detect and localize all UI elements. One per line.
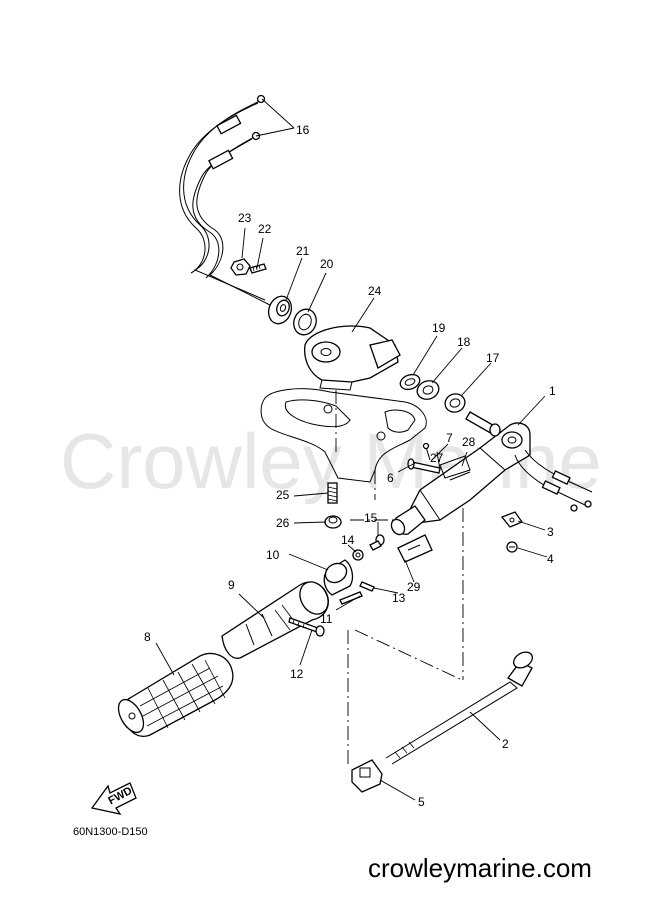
grip-shaft-9 (221, 581, 329, 659)
fwd-arrow-icon: FWD (90, 782, 137, 815)
callout-5: 5 (418, 795, 425, 809)
washers-17-19 (399, 373, 466, 413)
callout-27: 27 (430, 451, 444, 465)
callout-26: 26 (276, 516, 290, 530)
callout-12: 12 (290, 667, 304, 681)
screw-22 (249, 263, 267, 274)
callout-9: 9 (228, 578, 235, 592)
washer-14 (352, 549, 364, 561)
spring-25 (327, 482, 338, 504)
callout-labels: 1 2 3 4 5 6 7 8 9 10 11 12 13 14 15 16 1… (144, 123, 556, 809)
grip-plate-27-28 (439, 455, 471, 481)
ring-20 (293, 308, 317, 336)
shift-rod-2 (385, 651, 533, 765)
spring-15 (369, 534, 385, 551)
nut-23 (230, 258, 251, 276)
callout-24: 24 (368, 284, 382, 298)
site-watermark: crowleymarine.com (368, 853, 592, 883)
callout-13: 13 (392, 591, 406, 605)
callout-20: 20 (320, 257, 334, 271)
pin-7 (422, 442, 431, 461)
pin-13 (359, 581, 375, 592)
callout-18: 18 (457, 335, 471, 349)
callout-23: 23 (238, 211, 252, 225)
collar-10 (323, 559, 354, 596)
bracket-24 (304, 325, 401, 391)
diagram-code: 60N1300-D150 (73, 826, 148, 838)
throttle-cables (179, 94, 271, 306)
callout-2: 2 (502, 737, 509, 751)
leader-lines (155, 98, 548, 801)
assembly-axis-lines (347, 470, 464, 768)
bushing-26 (324, 515, 342, 529)
callout-21: 21 (296, 244, 310, 258)
callout-1: 1 (549, 384, 556, 398)
screw-4 (506, 541, 518, 553)
washer-21 (267, 295, 293, 325)
screw-12 (288, 617, 325, 637)
callout-8: 8 (144, 630, 151, 644)
joint-5 (351, 759, 383, 793)
callout-7: 7 (446, 431, 453, 445)
mount-plate (260, 388, 427, 483)
screw-11 (339, 591, 363, 605)
callout-14: 14 (341, 533, 355, 547)
callout-10: 10 (266, 548, 280, 562)
callout-29: 29 (407, 580, 421, 594)
plate-29 (397, 534, 433, 563)
callout-16: 16 (296, 123, 310, 137)
callout-3: 3 (547, 525, 554, 539)
callout-22: 22 (258, 222, 272, 236)
callout-6: 6 (387, 471, 394, 485)
callout-17: 17 (486, 351, 500, 365)
callout-11: 11 (320, 612, 333, 626)
callout-15: 15 (364, 511, 378, 525)
callout-19: 19 (432, 321, 446, 335)
callout-28: 28 (462, 435, 476, 449)
grip-8 (117, 652, 234, 737)
callout-4: 4 (547, 552, 554, 566)
spacer-3 (500, 511, 523, 528)
callout-25: 25 (276, 488, 290, 502)
